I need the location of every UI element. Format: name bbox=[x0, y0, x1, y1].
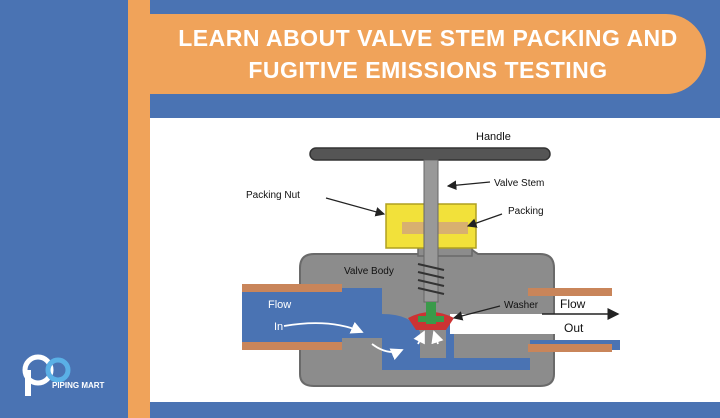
washer-leader bbox=[452, 305, 501, 321]
packing-label: Packing bbox=[508, 206, 544, 217]
inlet-fluid bbox=[242, 292, 342, 342]
packing-leader bbox=[466, 213, 503, 228]
flow-arrow-2 bbox=[371, 343, 404, 361]
washer-label: Washer bbox=[504, 300, 539, 311]
flow-out-label-2: Out bbox=[564, 321, 584, 335]
packing-nut-label: Packing Nut bbox=[246, 190, 300, 201]
handle-label: Handle bbox=[476, 131, 511, 143]
flow-in-label-1: Flow bbox=[268, 299, 291, 311]
outlet-cavity bbox=[530, 314, 620, 334]
logo-mark: PIPING MART bbox=[22, 354, 105, 396]
stem-leader bbox=[446, 180, 491, 190]
title-banner: LEARN ABOUT VALVE STEM PACKING AND FUGIT… bbox=[150, 14, 706, 94]
flow-in-label-2: In bbox=[274, 321, 283, 333]
valve-stem-shape bbox=[423, 159, 439, 303]
inlet-pipe-bottom bbox=[242, 342, 342, 350]
inlet-pipe-top bbox=[242, 284, 342, 292]
outlet-throat bbox=[450, 314, 530, 334]
packing-nut-leader bbox=[325, 197, 386, 217]
flow-arrow-1 bbox=[283, 321, 364, 334]
flow-arrow-3 bbox=[413, 330, 425, 345]
outlet-pipe-top bbox=[528, 288, 612, 296]
left-blue-band bbox=[0, 0, 128, 418]
valve-body-label: Valve Body bbox=[344, 266, 394, 277]
bottom-blue-band bbox=[150, 402, 720, 418]
diagram-panel: Handle Valve Stem Packing Nut Packing Va… bbox=[150, 118, 720, 402]
valve-disc bbox=[418, 316, 444, 322]
flow-out-label-1: Flow bbox=[560, 297, 586, 311]
piping-mart-logo: PIPING MART bbox=[22, 350, 132, 400]
valve-stem-label: Valve Stem bbox=[494, 178, 544, 189]
logo-text: PIPING MART bbox=[52, 381, 105, 390]
handle-bar bbox=[309, 147, 551, 161]
valve-disc-stem bbox=[426, 302, 436, 324]
valve-diagram: Handle Valve Stem Packing Nut Packing Va… bbox=[242, 131, 620, 387]
title-line-1: LEARN ABOUT VALVE STEM PACKING AND bbox=[178, 25, 678, 51]
orange-accent-strip bbox=[128, 0, 150, 418]
stem-threads bbox=[417, 263, 445, 295]
page-title: LEARN ABOUT VALVE STEM PACKING AND FUGIT… bbox=[158, 22, 698, 86]
outlet-pipe-bottom bbox=[528, 344, 612, 352]
title-line-2: FUGITIVE EMISSIONS TESTING bbox=[248, 57, 608, 83]
flow-arrow-4 bbox=[431, 330, 444, 345]
